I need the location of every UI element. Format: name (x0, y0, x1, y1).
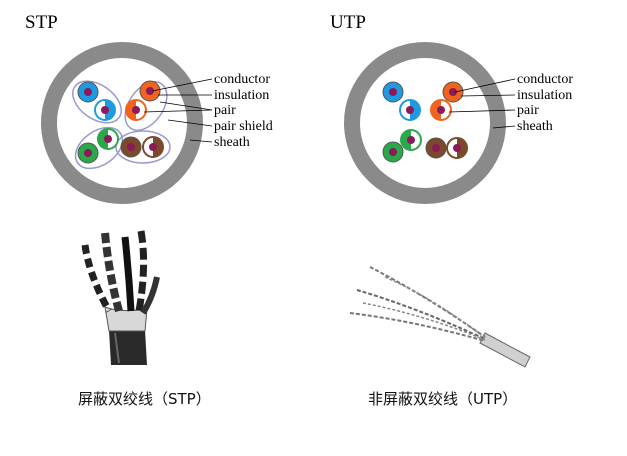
utp-label-sheath: sheath (517, 119, 553, 134)
stp-label-conductor: conductor (214, 72, 270, 87)
utp-caption: 非屏蔽双绞线（UTP） (368, 390, 518, 408)
stp-label-pair-shield: pair shield (214, 119, 273, 134)
sheath-ring (41, 42, 203, 204)
utp-cable-photo (349, 266, 531, 368)
stp-label-pair: pair (214, 103, 236, 118)
stp-title: STP (25, 12, 58, 33)
stp-cable-photo (81, 230, 160, 365)
pair-shield-brown (115, 130, 171, 164)
pair-shield-green (74, 126, 124, 170)
stp-label-sheath: sheath (214, 135, 250, 150)
sheath-ring (344, 42, 506, 204)
utp-label-conductor: conductor (517, 72, 573, 87)
utp-title: UTP (330, 12, 366, 33)
stp-cross-section (41, 42, 213, 204)
utp-label-insulation: insulation (517, 88, 573, 103)
utp-cross-section (344, 42, 516, 204)
utp-label-pair: pair (517, 103, 539, 118)
stp-caption: 屏蔽双绞线（STP） (78, 390, 211, 408)
pair-shield-blue (72, 80, 122, 124)
pair-shield-orange (124, 81, 168, 131)
stp-label-insulation: insulation (214, 88, 270, 103)
